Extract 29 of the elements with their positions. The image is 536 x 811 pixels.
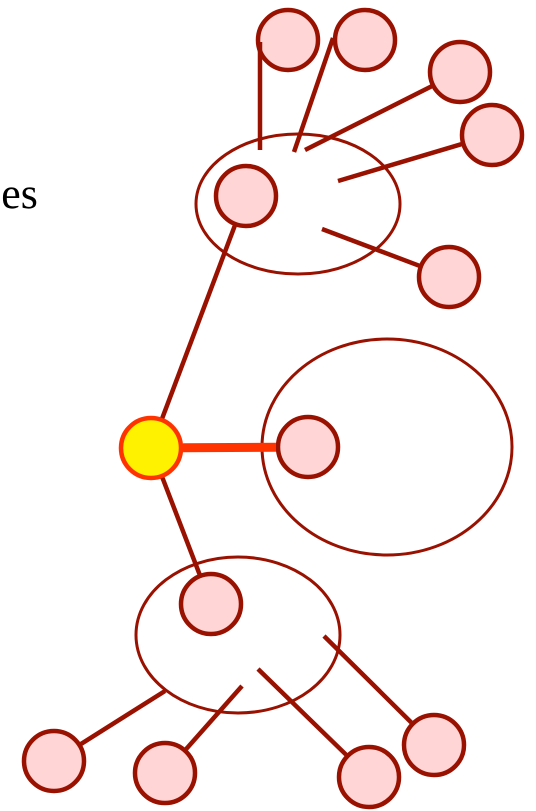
circle bbox=[336, 744, 402, 810]
connector-line bbox=[160, 477, 202, 575]
connector-line bbox=[256, 667, 348, 756]
ellipse-outline bbox=[260, 338, 514, 556]
connector-line bbox=[304, 84, 432, 152]
circle bbox=[402, 712, 466, 778]
partial-text: es bbox=[2, 187, 36, 209]
circle bbox=[428, 40, 492, 104]
circle bbox=[178, 572, 244, 636]
connector-line bbox=[182, 442, 276, 452]
circle bbox=[214, 164, 278, 228]
connector-line bbox=[321, 226, 420, 268]
circle bbox=[460, 102, 524, 168]
circle bbox=[256, 8, 320, 72]
circle bbox=[132, 740, 198, 806]
connector-line bbox=[184, 684, 244, 751]
circle bbox=[22, 728, 86, 794]
connector-line bbox=[322, 634, 413, 724]
connector-line bbox=[337, 142, 462, 184]
circle bbox=[332, 8, 398, 72]
ellipse-outline bbox=[194, 132, 402, 276]
circle bbox=[276, 414, 340, 480]
connector-line bbox=[258, 42, 262, 150]
hub-circle bbox=[118, 416, 184, 480]
connector-line bbox=[160, 225, 237, 419]
ellipse-outline bbox=[134, 556, 342, 714]
connector-line bbox=[80, 689, 166, 746]
circle bbox=[416, 244, 482, 310]
connector-line bbox=[292, 37, 336, 153]
